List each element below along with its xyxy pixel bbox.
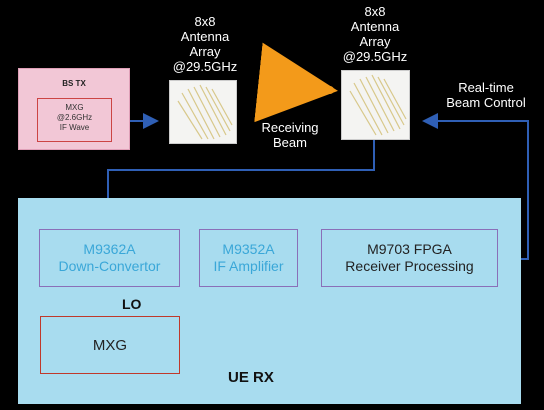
antenna-left-label-3: Array <box>189 44 221 59</box>
down-convertor-block: M9362A Down-Convertor <box>39 229 180 287</box>
ue-rx-title: UE RX <box>228 369 274 386</box>
bs-mxg-box: MXG @2.6GHz IF Wave <box>37 98 112 142</box>
receiving-beam-label-1: Receiving <box>261 120 319 135</box>
receiving-beam-label: Receiving Beam <box>252 120 328 150</box>
if-amplifier-model: M9352A <box>222 241 275 257</box>
antenna-array-left <box>169 80 237 144</box>
ue-rx-panel <box>18 198 521 404</box>
bs-tx-box: BS TX MXG @2.6GHz IF Wave <box>18 68 130 150</box>
fpga-model: M9703 FPGA <box>367 241 452 257</box>
bs-mxg-line-2: @2.6GHz <box>56 113 93 122</box>
ue-mxg-block: MXG <box>40 316 180 374</box>
if-amplifier-label: IF Amplifier <box>213 258 284 274</box>
fpga-block: M9703 FPGA Receiver Processing <box>321 229 498 287</box>
antenna-left-label-2: Antenna <box>180 29 230 44</box>
antenna-right-label-4: @29.5GHz <box>342 49 408 64</box>
antenna-left-label-1: 8x8 <box>194 14 216 29</box>
antenna-right-label-3: Array <box>359 34 391 49</box>
receiving-beam-label-2: Beam <box>273 135 307 150</box>
if-amplifier-block: M9352A IF Amplifier <box>199 229 298 287</box>
antenna-grid-right-icon <box>349 74 407 136</box>
antenna-grid-left-icon <box>177 84 233 140</box>
antenna-left-label-4: @29.5GHz <box>172 59 238 74</box>
fpga-label: Receiver Processing <box>345 258 474 274</box>
beam-control-label-1: Real-time <box>458 80 514 95</box>
antenna-left-label: 8x8 Antenna Array @29.5GHz <box>160 14 250 74</box>
down-convertor-label: Down-Convertor <box>58 258 161 274</box>
antenna-right-label-1: 8x8 <box>364 4 386 19</box>
bs-mxg-line-3: IF Wave <box>59 123 90 132</box>
lo-label: LO <box>122 296 142 312</box>
antenna-right-label: 8x8 Antenna Array @29.5GHz <box>330 4 420 64</box>
beam-control-label: Real-time Beam Control <box>436 80 536 110</box>
antenna-array-right <box>341 70 410 140</box>
beam-control-label-2: Beam Control <box>446 95 526 110</box>
receiving-beam-arc <box>254 42 338 123</box>
down-convertor-model: M9362A <box>83 241 136 257</box>
antenna-right-label-2: Antenna <box>350 19 400 34</box>
bs-tx-title: BS TX <box>62 79 86 88</box>
bs-mxg-line-1: MXG <box>65 103 84 112</box>
